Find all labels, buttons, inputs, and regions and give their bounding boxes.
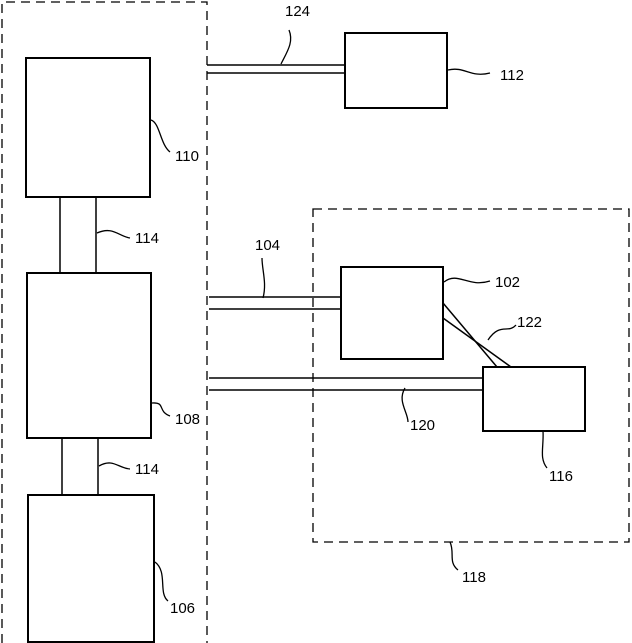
label-110: 110 [175,148,199,165]
bus-120 [209,378,483,390]
box-112 [345,33,447,108]
label-120: 120 [410,417,435,434]
leader-124 [281,30,291,64]
label-104: 104 [255,237,280,254]
label-108: 108 [175,411,200,428]
leader-116 [542,431,547,468]
leader-112 [448,69,490,74]
bus-104 [209,297,341,309]
label-112: 112 [500,67,524,84]
box-102 [341,267,443,359]
leader-104 [262,258,265,298]
leader-108 [152,403,170,416]
box-106 [28,495,154,642]
bus-124 [207,65,345,73]
label-114-lower: 114 [135,461,159,478]
label-116: 116 [549,468,573,485]
leader-120 [402,388,408,422]
leader-118 [450,542,458,570]
leader-102 [444,278,490,283]
box-116 [483,367,585,431]
box-110 [26,58,150,197]
leader-110 [151,120,170,152]
label-114-upper: 114 [135,230,159,247]
connector-114-lower [62,438,98,495]
label-122: 122 [517,314,542,331]
connector-114-upper [60,197,96,273]
label-106: 106 [170,600,195,617]
leader-106 [155,562,168,601]
link-122 [443,303,511,367]
leader-114-upper [97,231,130,238]
label-118: 118 [462,569,486,586]
label-124: 124 [285,3,310,20]
label-102: 102 [495,274,520,291]
leader-122 [488,325,516,340]
leader-114-lower [99,463,130,469]
box-108 [27,273,151,438]
